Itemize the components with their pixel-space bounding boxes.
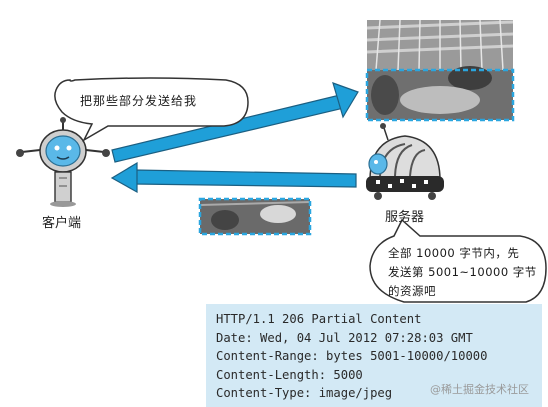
request-arrow [111, 82, 359, 163]
server-robot [366, 123, 444, 200]
client-speech-text: 把那些部分发送给我 [80, 94, 198, 108]
client-label: 客户端 [42, 216, 82, 231]
response-arrow [110, 161, 357, 194]
server-label: 服务器 [385, 210, 425, 225]
client-robot [16, 117, 110, 207]
server-speech-bubble [369, 218, 547, 303]
response-content-length-header: Content-Length: 5000 [216, 367, 363, 382]
response-content-range-header: Content-Range: bytes 5001-10000/10000 [216, 349, 488, 364]
server-speech-text: 全部 10000 字节内，先 发送第 5001~10000 字节 的资源吧 [388, 244, 537, 301]
server-speech-line-1: 全部 10000 字节内，先 [388, 246, 520, 260]
partial-image-fragment [198, 197, 312, 236]
client-speech-bubble [54, 77, 249, 142]
watermark: @稀土掘金技术社区 [430, 383, 529, 396]
response-date-header: Date: Wed, 04 Jul 2012 07:28:03 GMT [216, 330, 473, 345]
response-content-type-header: Content-Type: image/jpeg [216, 386, 393, 401]
server-speech-line-3: 的资源吧 [388, 284, 436, 298]
response-status-line: HTTP/1.1 206 Partial Content [216, 312, 422, 326]
http-response-panel: HTTP/1.1 206 Partial Content Date: Wed, … [206, 304, 542, 407]
server-speech-line-2: 发送第 5001~10000 字节 [388, 265, 537, 279]
full-photo [365, 19, 515, 122]
requested-range-box [365, 68, 515, 122]
